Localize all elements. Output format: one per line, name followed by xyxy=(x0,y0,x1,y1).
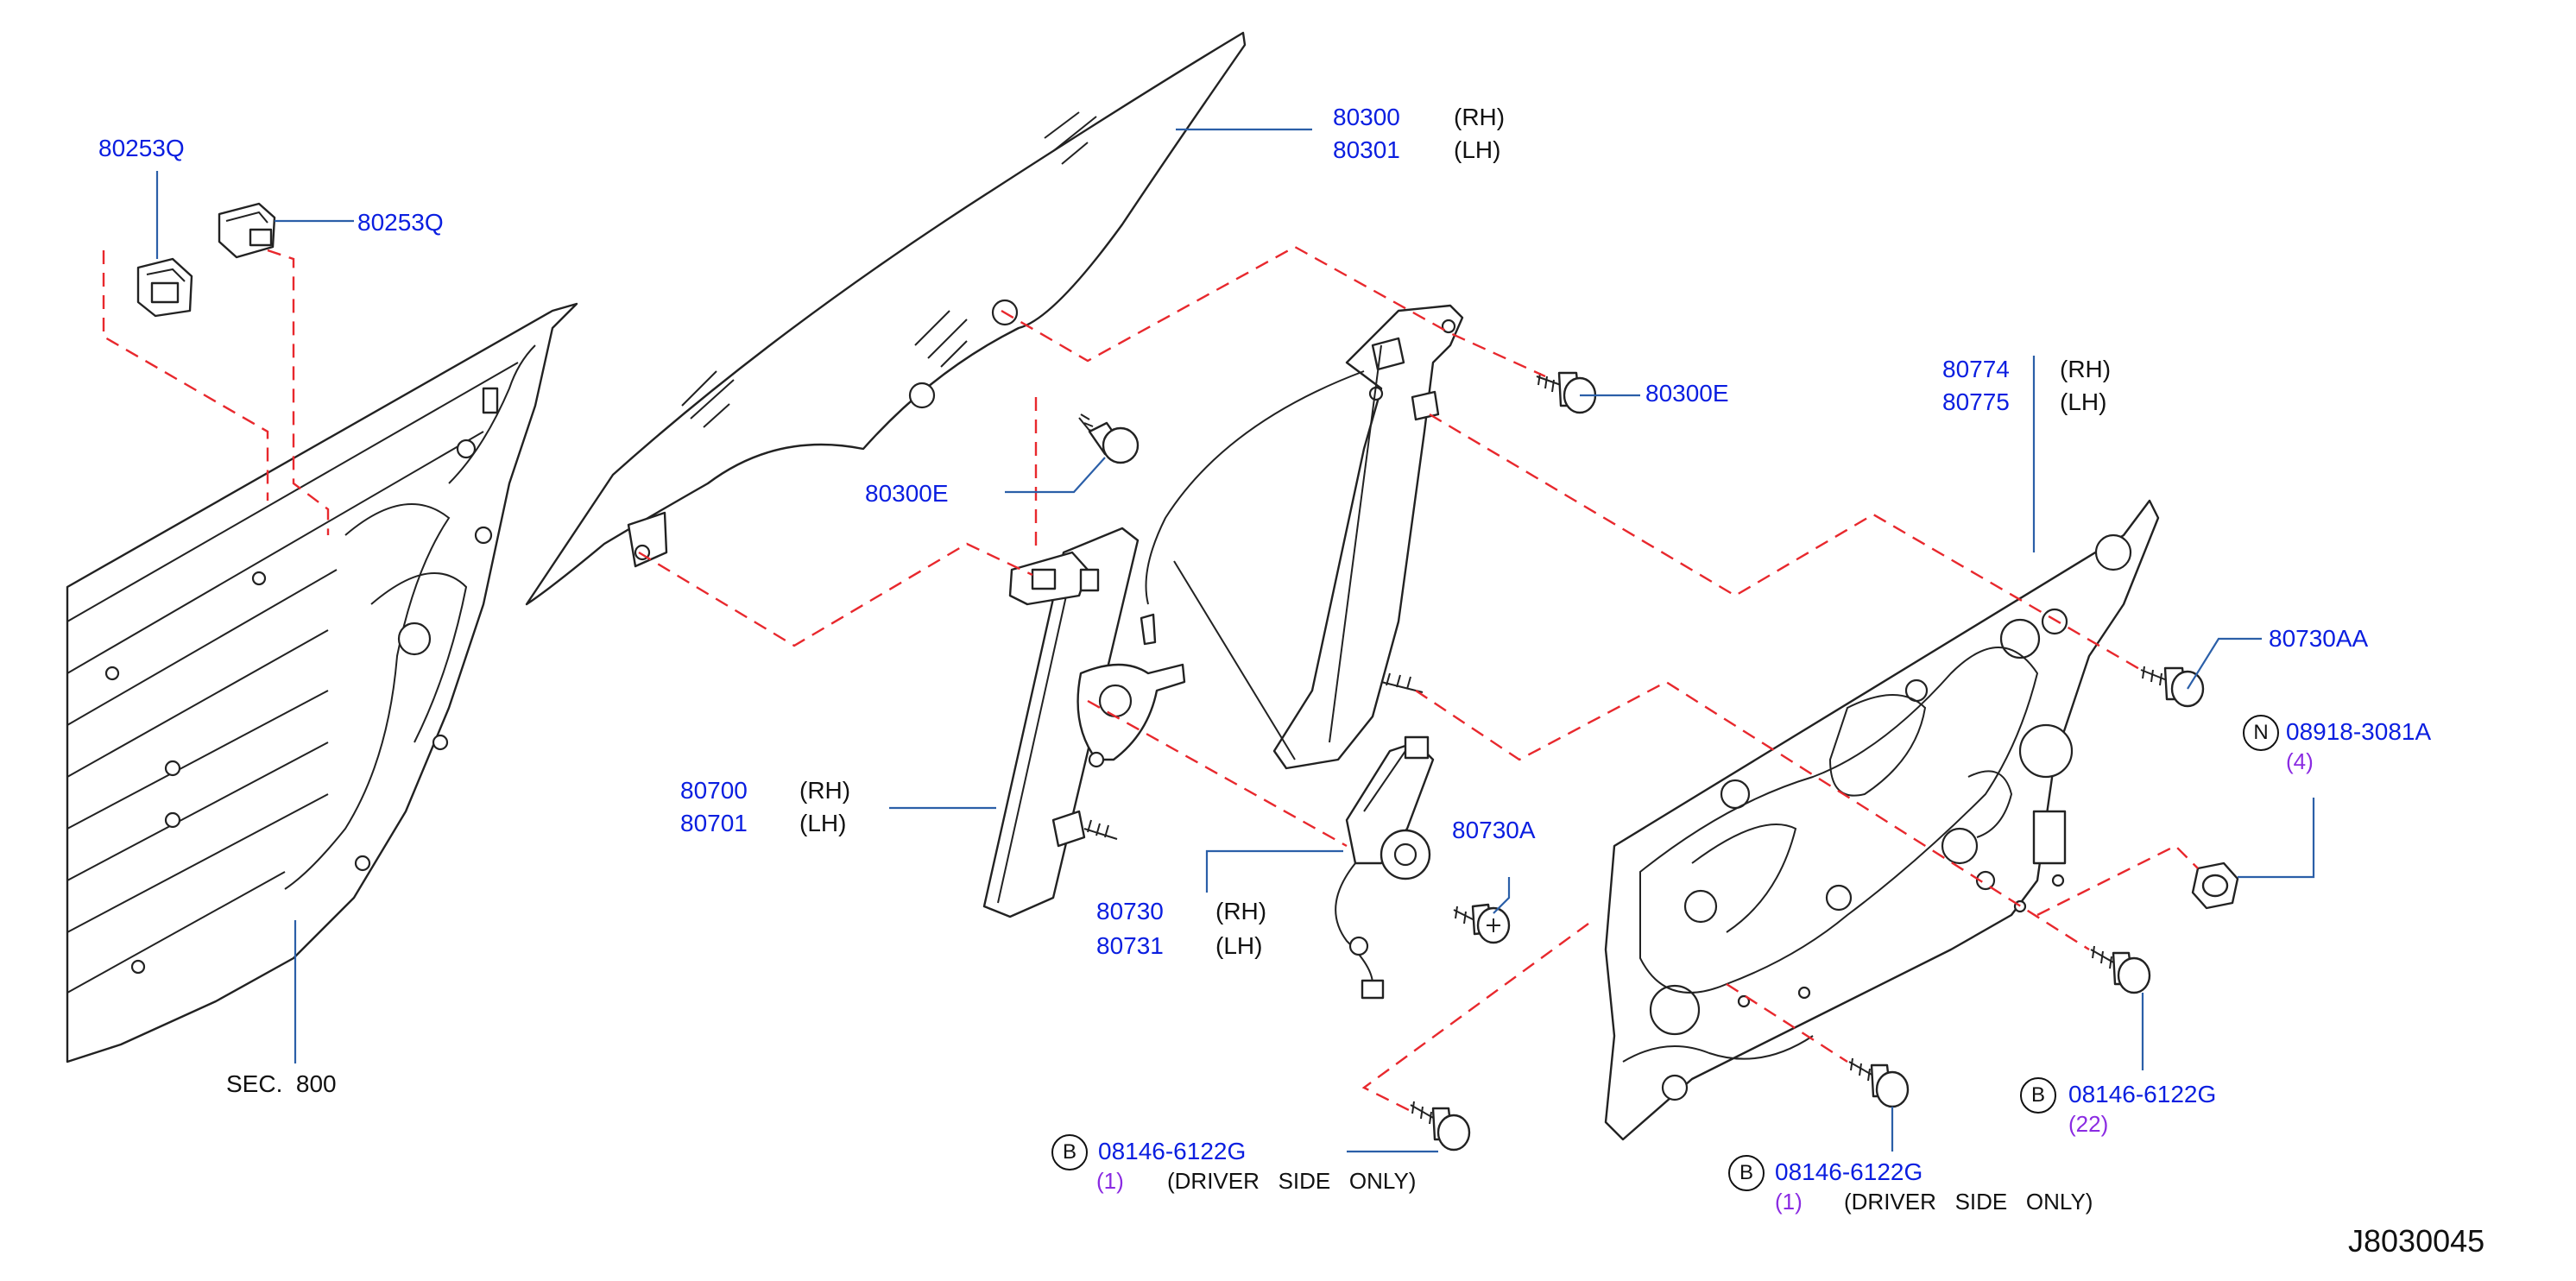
guide-lines xyxy=(102,245,2199,1115)
leader-lines xyxy=(155,128,2315,1153)
nut-n-marker: N xyxy=(2243,715,2279,751)
module-lh-part: 80775 xyxy=(1942,388,2010,415)
clip-80253q-left xyxy=(136,257,193,318)
bolt-80300e-top xyxy=(1536,371,1597,414)
bolt-mid-note-label: (DRIVER SIDE ONLY) xyxy=(1844,1189,2093,1215)
bolt-08146-6122g-mid xyxy=(1848,1057,1910,1108)
glass-rh-side: (RH) xyxy=(1454,104,1506,130)
screw-80730a xyxy=(1453,903,1511,944)
regulator-lh-part: 80701 xyxy=(680,810,748,836)
bolt-right-qty-label: (22) xyxy=(2068,1111,2109,1137)
bolt-right-b-marker: B xyxy=(2020,1077,2056,1114)
door-glass xyxy=(525,31,1247,606)
section-reference: SEC. 800 xyxy=(226,1070,337,1097)
bolt-left-qty-label: (1) xyxy=(1096,1168,1124,1194)
bolt-08146-6122g-right xyxy=(2090,945,2151,994)
nut-08918-3081a xyxy=(2191,861,2239,910)
clip-right-label: 80253Q xyxy=(357,209,444,236)
motor-rh-part: 80730 xyxy=(1096,898,1164,924)
door-panel xyxy=(66,302,578,1063)
bolt-right-part-label: 08146-6122G xyxy=(2068,1081,2217,1107)
motor-rh-side: (RH) xyxy=(1215,898,1267,924)
bolt-mid-qty-label: (1) xyxy=(1775,1189,1803,1215)
door-module-panel xyxy=(1604,499,2160,1141)
clip-80253q-right xyxy=(218,202,276,259)
bolt-left-part-label: 08146-6122G xyxy=(1098,1138,1247,1164)
bolt-mid-part-label: 08146-6122G xyxy=(1775,1158,1923,1185)
window-motor xyxy=(1335,735,1435,1000)
bolt-80300e-mid-label: 80300E xyxy=(865,480,949,507)
bolt-80730aa xyxy=(2140,666,2205,708)
diagram-id: J8030045 xyxy=(2348,1223,2485,1259)
glass-lh-part: 80301 xyxy=(1333,136,1400,163)
clip-left-label: 80253Q xyxy=(98,135,185,161)
bolt-80730aa-label: 80730AA xyxy=(2269,625,2369,652)
motor-lh-part: 80731 xyxy=(1096,932,1164,959)
glass-rh-part: 80300 xyxy=(1333,104,1400,130)
regulator-rh-side: (RH) xyxy=(799,777,851,804)
module-rh-side: (RH) xyxy=(2060,356,2112,382)
window-regulator xyxy=(982,304,1464,918)
bolt-left-b-marker: B xyxy=(1051,1134,1088,1171)
bolt-80300e-mid xyxy=(1078,413,1140,464)
bolt-left-note-label: (DRIVER SIDE ONLY) xyxy=(1167,1168,1417,1194)
module-lh-side: (LH) xyxy=(2060,388,2107,415)
bolt-80300e-top-label: 80300E xyxy=(1645,380,1729,407)
nut-part-label: 08918-3081A xyxy=(2286,718,2432,745)
nut-qty-label: (4) xyxy=(2286,748,2314,774)
bolt-mid-b-marker: B xyxy=(1728,1155,1765,1191)
regulator-lh-side: (LH) xyxy=(799,810,847,836)
module-rh-part: 80774 xyxy=(1942,356,2010,382)
regulator-rh-part: 80700 xyxy=(680,777,748,804)
bolt-08146-6122g-left xyxy=(1410,1101,1471,1152)
screw-80730a-label: 80730A xyxy=(1452,817,1536,843)
glass-lh-side: (LH) xyxy=(1454,136,1501,163)
motor-lh-side: (LH) xyxy=(1215,932,1263,959)
